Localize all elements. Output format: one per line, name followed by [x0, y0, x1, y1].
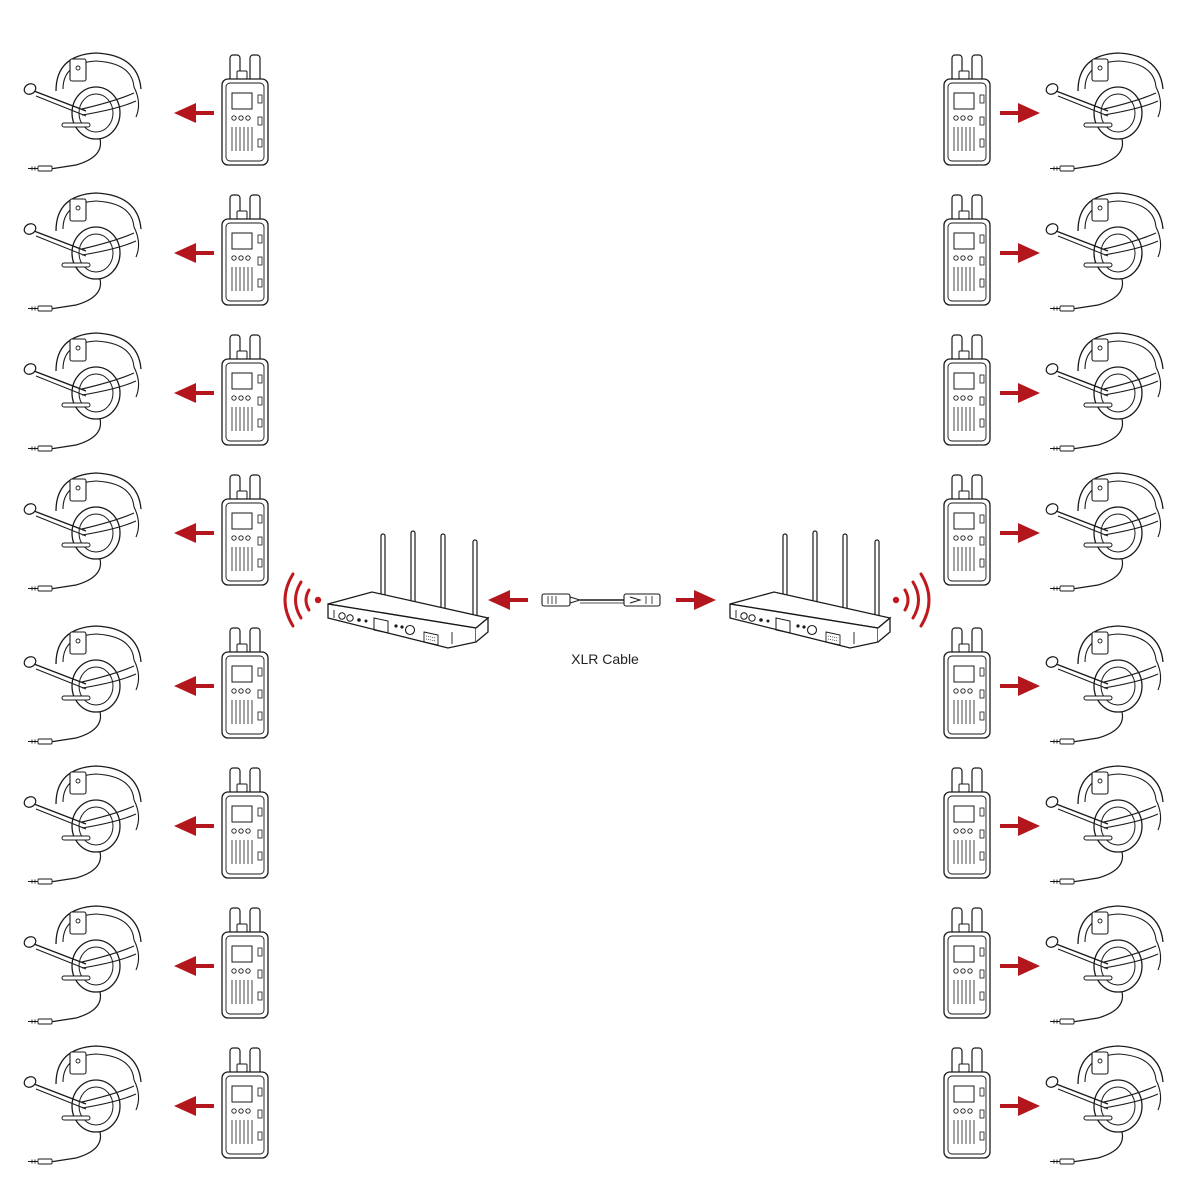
arrow-icon — [174, 956, 214, 976]
right-base-station-icon — [729, 530, 891, 649]
headset-icon — [1043, 625, 1164, 745]
headset-icon — [21, 765, 142, 885]
beltpack-icon — [943, 1047, 991, 1159]
wireless-signal-icon — [283, 572, 323, 628]
beltpack-icon — [221, 907, 269, 1019]
arrow-icon — [1000, 676, 1040, 696]
arrow-icon — [1000, 523, 1040, 543]
headset-icon — [1043, 332, 1164, 452]
beltpack-icon — [221, 474, 269, 586]
headset-icon — [21, 625, 142, 745]
arrow-icon — [174, 243, 214, 263]
headset-icon — [1043, 1045, 1164, 1165]
beltpack-icon — [221, 334, 269, 446]
beltpack-icon — [221, 627, 269, 739]
headset-icon — [21, 905, 142, 1025]
headset-icon — [21, 472, 142, 592]
arrow-to-right-base-icon — [676, 590, 716, 610]
headset-icon — [1043, 765, 1164, 885]
xlr-cable-icon — [541, 593, 661, 607]
headset-icon — [21, 192, 142, 312]
right-beltpack-group — [943, 52, 1164, 1165]
beltpack-icon — [943, 334, 991, 446]
beltpack-icon — [943, 627, 991, 739]
beltpack-icon — [221, 54, 269, 166]
arrow-icon — [1000, 1096, 1040, 1116]
headset-icon — [1043, 52, 1164, 172]
arrow-icon — [174, 523, 214, 543]
arrow-to-left-base-icon — [488, 590, 528, 610]
arrow-icon — [174, 383, 214, 403]
arrow-icon — [174, 103, 214, 123]
arrow-icon — [1000, 243, 1040, 263]
arrow-icon — [1000, 816, 1040, 836]
beltpack-icon — [943, 767, 991, 879]
beltpack-icon — [943, 194, 991, 306]
arrow-icon — [174, 676, 214, 696]
headset-icon — [21, 1045, 142, 1165]
headset-icon — [1043, 905, 1164, 1025]
arrow-icon — [174, 816, 214, 836]
headset-icon — [21, 52, 142, 172]
beltpack-icon — [943, 907, 991, 1019]
xlr-cable-label: XLR Cable — [571, 651, 639, 667]
headset-icon — [21, 332, 142, 452]
arrow-icon — [1000, 103, 1040, 123]
arrow-icon — [1000, 383, 1040, 403]
beltpack-icon — [943, 474, 991, 586]
right-wireless-signal-icon — [891, 572, 931, 628]
beltpack-icon — [221, 767, 269, 879]
arrow-icon — [1000, 956, 1040, 976]
left-wireless-signal-icon-wrap — [283, 572, 323, 628]
beltpack-icon — [221, 194, 269, 306]
headset-icon — [1043, 192, 1164, 312]
left-beltpack-group — [21, 52, 269, 1165]
arrow-icon — [174, 1096, 214, 1116]
beltpack-icon — [943, 54, 991, 166]
left-base-station-icon — [327, 530, 489, 649]
beltpack-icon — [221, 1047, 269, 1159]
headset-icon — [1043, 472, 1164, 592]
